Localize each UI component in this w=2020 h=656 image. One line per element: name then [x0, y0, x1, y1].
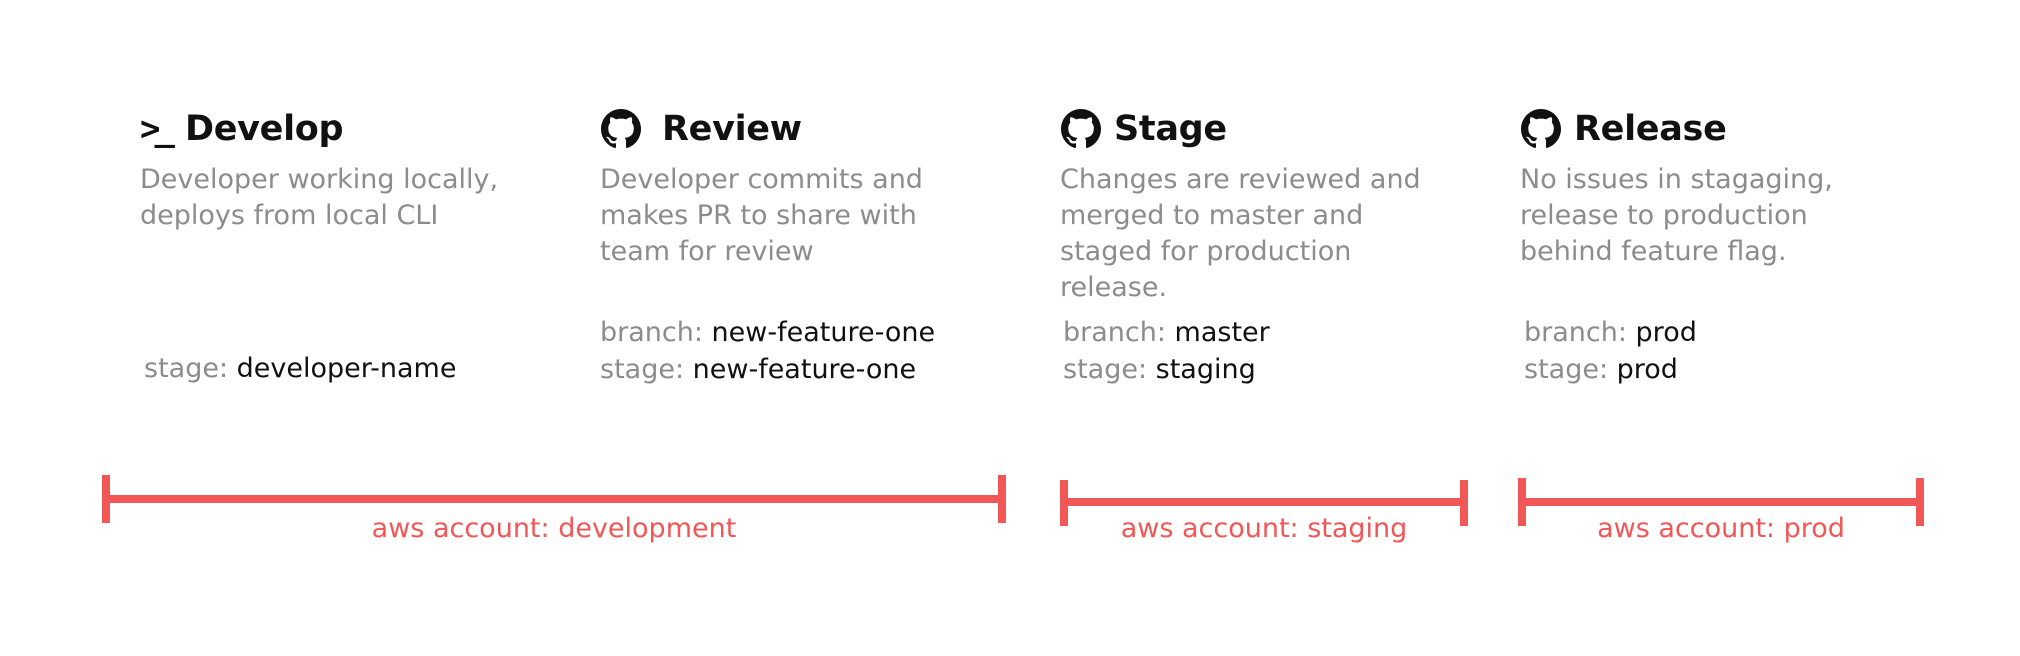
stage-stage: Stage Changes are reviewed and merged to…: [1060, 104, 1460, 306]
stage-description: Developer commits and makes PR to share …: [600, 164, 923, 267]
account-label: aws account: prod: [1597, 513, 1845, 544]
github-icon: [1060, 108, 1102, 150]
stage-title-text: Develop: [184, 109, 344, 149]
detail-key: stage:: [144, 353, 229, 384]
stage-description: No issues in stagaging, release to produ…: [1520, 164, 1833, 267]
detail-row-stage: stage: staging: [1063, 351, 1270, 388]
stage-develop: >_ Develop Developer working locally, de…: [140, 104, 500, 234]
account-bracket-staging: aws account: staging: [1060, 480, 1468, 570]
detail-row-branch: branch: prod: [1524, 314, 1697, 351]
stage-description: Changes are reviewed and merged to maste…: [1060, 164, 1421, 303]
terminal-icon: >_: [140, 109, 175, 149]
stage-details-develop: stage: developer-name: [144, 350, 456, 387]
bracket-bar: [1060, 498, 1468, 506]
bracket-right-cap: [1916, 478, 1924, 526]
bracket-bar: [102, 495, 1006, 503]
detail-value: prod: [1635, 317, 1697, 348]
account-label: aws account: staging: [1120, 513, 1408, 544]
detail-row-branch: branch: master: [1063, 314, 1270, 351]
stage-title-text: Stage: [1114, 109, 1227, 149]
account-bracket-development: aws account: development: [102, 475, 1006, 565]
detail-value: prod: [1616, 354, 1678, 385]
stage-title-stage: Stage: [1060, 104, 1460, 154]
detail-row-stage: stage: new-feature-one: [600, 351, 935, 388]
detail-value: new-feature-one: [692, 354, 917, 385]
detail-value: master: [1174, 317, 1270, 348]
detail-row-branch: branch: new-feature-one: [600, 314, 935, 351]
account-bracket-prod: aws account: prod: [1518, 478, 1924, 568]
account-label: aws account: development: [371, 513, 737, 544]
detail-key: stage:: [1063, 354, 1148, 385]
stage-description: Developer working locally, deploys from …: [140, 164, 499, 231]
bracket-bar: [1518, 498, 1924, 506]
detail-value: new-feature-one: [711, 317, 936, 348]
github-icon: [600, 108, 642, 150]
detail-key: branch:: [1524, 317, 1627, 348]
github-icon: [1520, 108, 1562, 150]
detail-row-stage: stage: prod: [1524, 351, 1697, 388]
detail-key: branch:: [1063, 317, 1166, 348]
stage-title-release: Release: [1520, 104, 1860, 154]
stage-title-text: Release: [1574, 109, 1727, 149]
stage-release: Release No issues in stagaging, release …: [1520, 104, 1860, 270]
detail-key: stage:: [1524, 354, 1609, 385]
detail-row-stage: stage: developer-name: [144, 350, 456, 387]
stage-title-text: Review: [662, 109, 802, 149]
stage-details-stage: branch: master stage: staging: [1063, 314, 1270, 388]
stage-details-review: branch: new-feature-one stage: new-featu…: [600, 314, 935, 388]
stage-title-develop: >_ Develop: [140, 104, 500, 154]
detail-value: developer-name: [236, 353, 457, 384]
bracket-right-cap: [1460, 480, 1468, 526]
stage-title-review: Review: [600, 104, 930, 154]
stage-details-release: branch: prod stage: prod: [1524, 314, 1697, 388]
detail-key: stage:: [600, 354, 685, 385]
detail-value: staging: [1155, 354, 1256, 385]
stage-review: Review Developer commits and makes PR to…: [600, 104, 930, 270]
detail-key: branch:: [600, 317, 703, 348]
bracket-right-cap: [998, 475, 1006, 523]
